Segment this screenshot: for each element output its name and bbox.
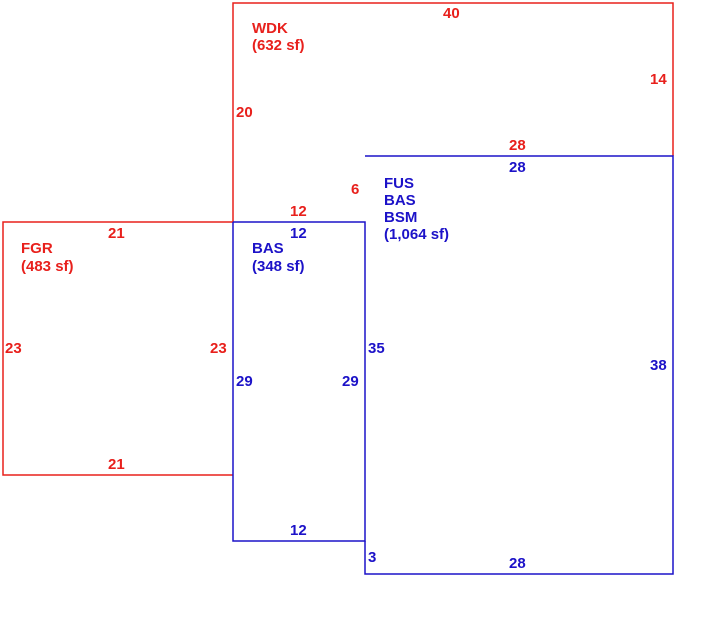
fgr-area: (483 sf) xyxy=(21,258,74,275)
dim-wdk-lower: 28 xyxy=(509,137,526,154)
dim-bas-top: 12 xyxy=(290,225,307,242)
main-area: (1,064 sf) xyxy=(384,226,449,243)
dim-main-right: 38 xyxy=(650,357,667,374)
dim-fgr-left: 23 xyxy=(5,340,22,357)
wdk-outline xyxy=(232,2,674,222)
main-outline xyxy=(364,155,674,575)
bas-label: BAS xyxy=(252,240,284,257)
dim-main-bottom: 28 xyxy=(509,555,526,572)
dim-fgr-top: 21 xyxy=(108,225,125,242)
fgr-outline xyxy=(2,221,233,476)
bas-area: (348 sf) xyxy=(252,258,305,275)
dim-bas-bottom: 12 xyxy=(290,522,307,539)
wdk-area: (632 sf) xyxy=(252,37,305,54)
main-label-fus: FUS xyxy=(384,175,414,192)
dim-bas-right: 29 xyxy=(342,373,359,390)
wdk-label: WDK xyxy=(252,20,288,37)
dim-fgr-bottom: 21 xyxy=(108,456,125,473)
main-label-bsm: BSM xyxy=(384,209,417,226)
fgr-label: FGR xyxy=(21,240,53,257)
dim-wdk-right: 14 xyxy=(650,71,667,88)
dim-main-top: 28 xyxy=(509,159,526,176)
dim-wdk-notch-v: 6 xyxy=(351,181,359,198)
dim-wdk-left: 20 xyxy=(236,104,253,121)
dim-fgr-right: 23 xyxy=(210,340,227,357)
main-label-bas: BAS xyxy=(384,192,416,209)
dim-main-left: 35 xyxy=(368,340,385,357)
dim-wdk-top: 40 xyxy=(443,5,460,22)
dim-wdk-notch-h: 12 xyxy=(290,203,307,220)
dim-bas-left: 29 xyxy=(236,373,253,390)
dim-main-step: 3 xyxy=(368,549,376,566)
